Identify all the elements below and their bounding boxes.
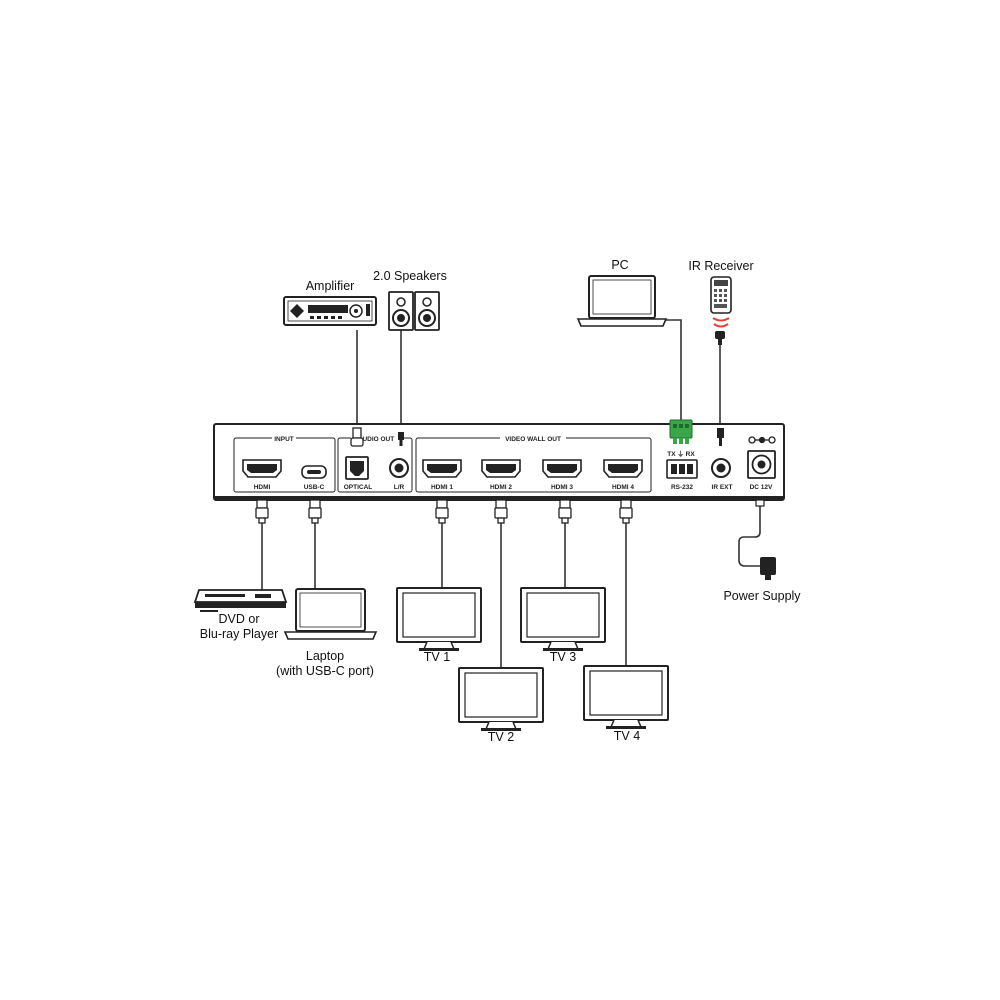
speakers-icon: [388, 291, 440, 331]
label-speakers: 2.0 Speakers: [373, 269, 447, 283]
device-rear-panel: INPUT HDMI USB-C AUDIO OUT OPTICAL L/R V…: [213, 423, 785, 501]
label-laptop-line2: (with USB-C port): [276, 664, 374, 678]
port-label-dc-12v: DC 12V: [750, 484, 773, 491]
dc-cable-plug-icon: [755, 499, 765, 507]
label-dvd-line2: Blu-ray Player: [200, 627, 279, 641]
ir-remote-icon: [710, 276, 732, 314]
hdmi-out-1-port[interactable]: [422, 459, 462, 478]
port-label-ir-ext: IR EXT: [712, 484, 733, 491]
label-ir-receiver: IR Receiver: [688, 259, 753, 273]
ir-ext-jack[interactable]: [711, 458, 731, 478]
hdmi2-cable-plug-icon: [494, 499, 508, 524]
dc-12v-power-jack[interactable]: [747, 450, 776, 479]
port-label-hdmi: HDMI: [254, 484, 271, 491]
polarity-icon: [748, 436, 776, 444]
port-label-hdmi-3: HDMI 3: [551, 484, 573, 491]
group-video-wall-out: VIDEO WALL OUT: [505, 436, 561, 443]
power-adapter-icon: [760, 557, 776, 580]
tv-4-icon: [583, 665, 669, 730]
usb-c-port[interactable]: [301, 465, 327, 479]
usb-c-cable-plug-icon: [308, 499, 322, 524]
amplifier-icon: [283, 296, 377, 326]
label-tv-3: TV 3: [550, 650, 576, 664]
label-tv-2: TV 2: [488, 730, 514, 744]
port-label-optical: OPTICAL: [344, 484, 373, 491]
laptop-icon: [283, 588, 378, 640]
port-label-hdmi-2: HDMI 2: [490, 484, 512, 491]
pc-laptop-icon: [576, 275, 668, 327]
label-tv-4: TV 4: [614, 729, 640, 743]
tv-1-icon: [396, 587, 482, 652]
label-pc: PC: [611, 258, 628, 272]
hdmi3-cable-plug-icon: [558, 499, 572, 524]
terminal-block-icon: [669, 419, 693, 444]
cables: [261, 319, 762, 668]
dvd-player-icon: [193, 589, 288, 612]
hdmi4-cable-plug-icon: [619, 499, 633, 524]
port-label-hdmi-4: HDMI 4: [612, 484, 634, 491]
audio-cable-plug-icon: [398, 432, 404, 446]
ir-sensor-icon: [715, 331, 725, 345]
label-laptop-line1: Laptop: [306, 649, 344, 663]
label-dvd-line1: DVD or: [219, 612, 260, 626]
hdmi-out-2-port[interactable]: [481, 459, 521, 478]
ir-cable-plug-icon: [717, 428, 724, 446]
port-label-usb-c: USB-C: [304, 484, 325, 491]
optical-port[interactable]: [345, 456, 369, 480]
hdmi-out-3-port[interactable]: [542, 459, 582, 478]
optical-cable-plug-icon: [350, 427, 364, 447]
hdmi1-cable-plug-icon: [435, 499, 449, 524]
ir-signal-icon: [712, 317, 730, 328]
label-tv-1: TV 1: [424, 650, 450, 664]
label-amplifier: Amplifier: [306, 279, 355, 293]
tv-3-icon: [520, 587, 606, 652]
group-input: INPUT: [274, 436, 294, 443]
tv-2-icon: [458, 667, 544, 732]
port-label-rs232: RS-232: [671, 484, 693, 491]
hdmi-in-cable-plug-icon: [255, 499, 269, 524]
group-audio-out: AUDIO OUT: [358, 436, 395, 443]
port-label-txrx: TX ⏚ RX: [667, 450, 695, 458]
port-label-hdmi-1: HDMI 1: [431, 484, 453, 491]
rs232-port[interactable]: [666, 459, 698, 479]
hdmi-input-port[interactable]: [242, 459, 282, 478]
lr-audio-jack[interactable]: [389, 458, 409, 478]
label-power-supply: Power Supply: [723, 589, 801, 603]
hdmi-out-4-port[interactable]: [603, 459, 643, 478]
port-label-lr: L/R: [394, 484, 405, 491]
